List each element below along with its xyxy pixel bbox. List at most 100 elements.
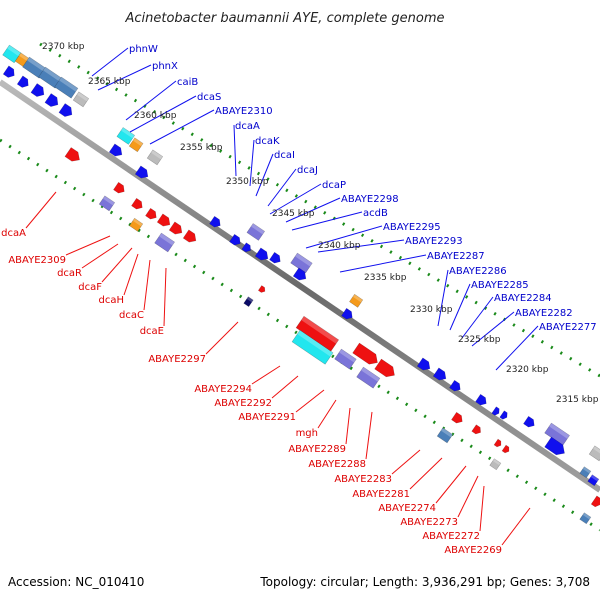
reverse-gene-label[interactable]: ABAYE2273 [400,517,458,528]
reverse-gene-label[interactable]: dcaR [57,268,82,279]
gene-feature[interactable] [241,242,253,254]
gene-feature[interactable] [587,474,600,487]
forward-gene-label[interactable]: dcaA [235,121,260,132]
forward-gene-label[interactable]: dcaS [197,92,221,103]
gene-feature[interactable] [156,213,173,229]
gene-feature[interactable] [416,357,433,373]
gene-feature[interactable] [292,267,309,283]
gene-feature[interactable] [291,329,334,365]
gene-feature[interactable] [432,367,449,383]
reverse-gene-label[interactable]: ABAYE2289 [288,444,346,455]
gene-feature[interactable] [229,233,242,247]
gene-feature[interactable] [145,207,158,221]
gene-feature[interactable] [2,65,17,80]
gene-feature[interactable] [98,195,116,212]
gene-feature[interactable] [168,221,185,237]
reverse-gene-label[interactable]: ABAYE2288 [308,459,366,470]
gene-feature[interactable] [290,252,313,274]
gene-feature[interactable] [246,223,266,241]
gene-feature[interactable] [254,247,271,263]
reverse-gene-label[interactable]: ABAYE2309 [8,255,66,266]
gene-feature[interactable] [209,215,222,229]
gene-feature[interactable] [64,147,83,164]
reverse-gene-label[interactable]: ABAYE2269 [444,545,502,556]
reverse-gene-label[interactable]: ABAYE2274 [378,503,436,514]
forward-gene-label[interactable]: dcaI [274,150,295,161]
forward-gene-label[interactable]: dcaK [255,136,280,147]
gene-feature[interactable] [451,411,464,425]
gene-feature[interactable] [349,293,364,308]
gene-feature[interactable] [334,348,357,370]
gene-feature[interactable] [588,445,600,462]
reverse-gene-label[interactable]: mgh [296,428,318,439]
gene-feature[interactable] [72,91,90,108]
gene-feature[interactable] [146,149,164,166]
scale-tick-label: 2365 kbp [88,77,131,87]
reverse-gene-label[interactable]: ABAYE2297 [148,354,206,365]
gene-feature[interactable] [44,93,61,109]
reverse-gene-label[interactable]: ABAYE2292 [214,398,272,409]
gene-feature[interactable] [134,165,151,181]
gene-feature[interactable] [449,379,462,393]
gene-feature[interactable] [116,127,136,145]
gene-feature[interactable] [128,137,144,153]
forward-gene-label[interactable]: ABAYE2287 [427,251,485,262]
forward-gene-label[interactable]: ABAYE2298 [341,194,399,205]
gene-feature[interactable] [129,217,144,232]
gene-feature[interactable] [131,197,144,211]
forward-gene-label[interactable]: dcaP [322,180,346,191]
gene-feature[interactable] [58,103,75,119]
reverse-gene-label[interactable]: ABAYE2291 [238,412,296,423]
gene-feature[interactable] [489,458,502,471]
gene-feature[interactable] [491,406,501,417]
reverse-gene-label[interactable]: dcaF [78,282,102,293]
forward-gene-label[interactable]: ABAYE2285 [471,280,529,291]
reverse-gene-label[interactable]: dcaC [119,310,144,321]
gene-feature[interactable] [54,76,79,99]
gene-feature[interactable] [341,307,354,321]
gene-feature[interactable] [374,358,398,380]
reverse-gene-label[interactable]: ABAYE2294 [194,384,252,395]
gene-feature[interactable] [590,495,600,509]
reverse-gene-label[interactable]: ABAYE2272 [422,531,480,542]
reverse-gene-label[interactable]: dcaH [99,295,125,306]
forward-gene-label[interactable]: ABAYE2277 [539,322,597,333]
forward-gene-label[interactable]: phnX [152,61,178,72]
gene-feature[interactable] [499,410,509,421]
reverse-gene-label[interactable]: ABAYE2283 [334,474,392,485]
gene-feature[interactable] [108,143,125,159]
gene-feature[interactable] [243,296,254,308]
forward-gene-label[interactable]: ABAYE2286 [449,266,507,277]
forward-gene-label[interactable]: ABAYE2282 [515,308,573,319]
forward-gene-label[interactable]: phnW [129,44,158,55]
forward-gene-label[interactable]: acdB [363,208,388,219]
gene-feature[interactable] [154,232,175,253]
reverse-gene-label[interactable]: dcaA [1,228,26,239]
forward-label-leader [255,153,274,197]
reverse-gene-label[interactable]: ABAYE2281 [352,489,410,500]
gene-feature[interactable] [544,436,568,458]
gene-feature[interactable] [30,83,47,99]
forward-gene-label[interactable]: ABAYE2310 [215,106,273,117]
gene-feature[interactable] [436,427,454,444]
gene-feature[interactable] [113,181,126,195]
forward-gene-label[interactable]: caiB [177,77,198,88]
gene-feature[interactable] [356,366,381,389]
forward-gene-label[interactable]: ABAYE2295 [383,222,441,233]
forward-gene-label[interactable]: dcaJ [297,165,318,176]
gene-feature[interactable] [475,393,488,407]
gene-feature[interactable] [579,512,592,525]
gene-feature[interactable] [257,285,266,294]
gene-feature[interactable] [523,415,536,429]
gene-feature[interactable] [16,75,31,90]
gene-feature[interactable] [471,424,483,436]
gene-feature[interactable] [182,229,199,245]
gene-feature[interactable] [501,444,511,454]
forward-gene-label[interactable]: ABAYE2284 [494,293,552,304]
gene-feature[interactable] [352,342,381,368]
reverse-gene-label[interactable]: dcaE [140,326,164,337]
gene-feature[interactable] [269,251,282,265]
gene-feature[interactable] [579,466,592,479]
gene-feature[interactable] [493,438,503,448]
forward-gene-label[interactable]: ABAYE2293 [405,236,463,247]
